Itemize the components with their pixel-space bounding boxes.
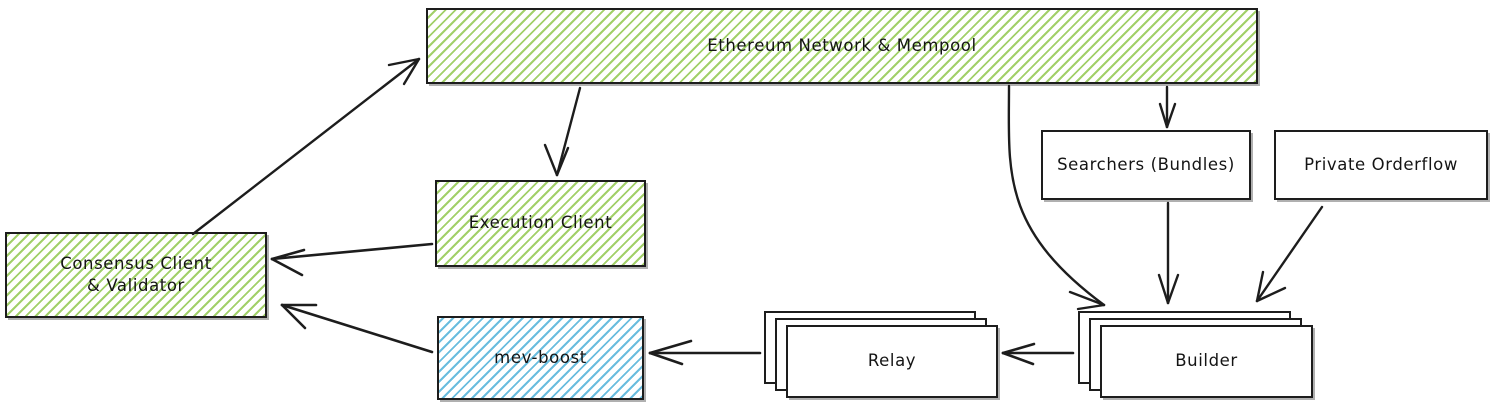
node-consensus-client[interactable]: Consensus Client & Validator	[5, 232, 267, 318]
edge-execution-to-consensus	[270, 242, 434, 277]
node-label-mev-boost: mev-boost	[494, 347, 587, 367]
node-label-consensus-client: Consensus Client & Validator	[60, 253, 212, 295]
node-searchers[interactable]: Searchers (Bundles)	[1041, 130, 1251, 200]
node-mev-boost[interactable]: mev-boost	[437, 316, 644, 400]
edge-ethereum-to-execution	[543, 86, 582, 177]
edge-relay-to-mev-boost	[648, 339, 762, 366]
node-label-execution-client: Execution Client	[468, 213, 613, 233]
edge-mev-boost-to-consensus	[280, 303, 434, 354]
node-label-private-orderflow: Private Orderflow	[1304, 154, 1458, 174]
node-label-relay: Relay	[867, 351, 917, 371]
edge-ethereum-to-builder	[1007, 84, 1106, 311]
node-label-ethereum-network: Ethereum Network & Mempool	[707, 35, 977, 55]
node-execution-client[interactable]: Execution Client	[435, 180, 646, 267]
node-label-searchers: Searchers (Bundles)	[1057, 154, 1235, 174]
edge-consensus-to-ethereum	[191, 57, 421, 236]
node-builder[interactable]: Builder	[1100, 325, 1313, 398]
edge-ethereum-to-searchers	[1158, 85, 1177, 129]
edge-private-orderflow-to-builder	[1255, 205, 1324, 303]
node-relay[interactable]: Relay	[786, 325, 998, 398]
edge-builder-to-relay	[1001, 342, 1075, 366]
node-ethereum-network[interactable]: Ethereum Network & Mempool	[426, 8, 1258, 84]
node-label-builder: Builder	[1175, 351, 1238, 371]
node-private-orderflow[interactable]: Private Orderflow	[1274, 130, 1488, 200]
edge-searchers-to-builder	[1157, 201, 1180, 305]
